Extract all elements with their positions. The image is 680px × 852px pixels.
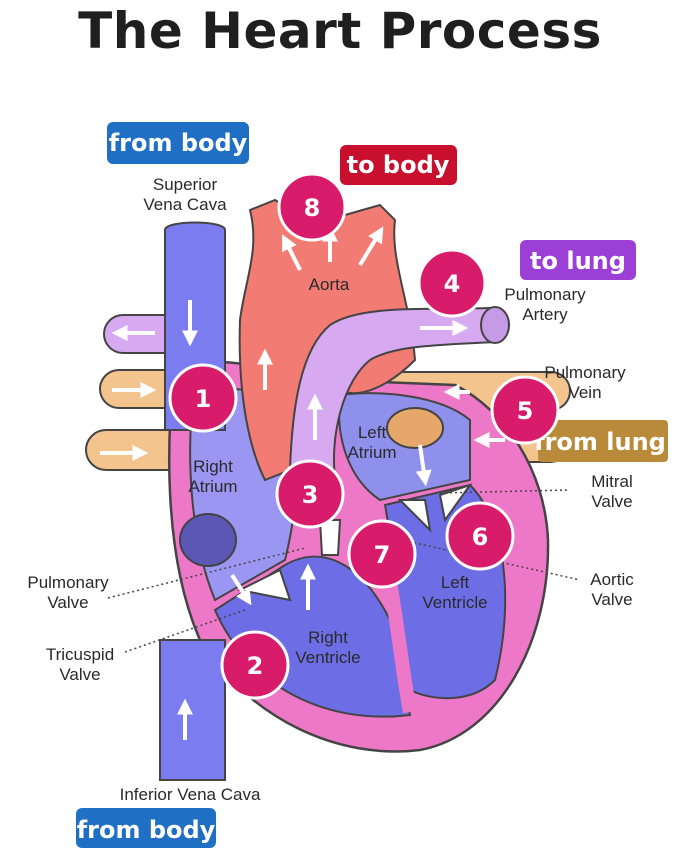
left-ventricle-label-line1: Left — [441, 573, 470, 592]
right-ventricle-label-line1: Right — [308, 628, 348, 647]
inferior-vena-cava — [159, 639, 226, 781]
to-lung-tag: to lung — [520, 240, 636, 280]
inferior-vena-cava-label: Inferior Vena Cava — [120, 785, 261, 804]
flow-arrows — [100, 225, 505, 740]
from-body-bottom-text: from body — [77, 816, 216, 844]
right-atrium-label-line1: Right — [193, 457, 233, 476]
left-atrium-label-line1: Left — [358, 423, 387, 442]
aortic-valve-label-line1: Aortic — [590, 570, 634, 589]
from-lung-text: from lung — [534, 428, 666, 456]
pulmonary-valve-label-line2: Valve — [47, 593, 88, 612]
page-title: The Heart Process — [78, 2, 602, 60]
superior-vena-cava-label-line1: Superior — [153, 175, 218, 194]
step-marker-2: 2 — [220, 630, 290, 700]
step-number-5: 5 — [517, 397, 534, 425]
tricuspid-valve-label-line1: Tricuspid — [46, 645, 114, 664]
pulmonary-artery-label-line2: Artery — [522, 305, 568, 324]
fossa-ovalis — [179, 513, 237, 567]
step-number-2: 2 — [247, 652, 264, 680]
step-number-8: 8 — [304, 194, 321, 222]
step-marker-8: 8 — [277, 172, 347, 242]
pulmonary-vein-label-line1: Pulmonary — [544, 363, 626, 382]
step-marker-5: 5 — [490, 375, 560, 445]
to-lung-text: to lung — [530, 247, 626, 275]
valves — [236, 483, 473, 602]
left-ventricle-label-line2: Ventricle — [422, 593, 487, 612]
step-marker-6: 6 — [445, 501, 515, 571]
pulmonary-artery-label-line1: Pulmonary — [504, 285, 586, 304]
from-body-top-tag: from body — [107, 122, 249, 164]
step-number-6: 6 — [472, 523, 489, 551]
aorta-label: Aorta — [309, 275, 350, 294]
from-body-bottom-tag: from body — [76, 808, 216, 848]
from-body-top-text: from body — [109, 129, 248, 157]
from-lung-tag: from lung — [534, 420, 668, 462]
pulmonary-vein-label-line2: Vein — [568, 383, 601, 402]
mitral-valve-label-line1: Mitral — [591, 472, 633, 491]
step-number-4: 4 — [444, 270, 461, 298]
leader-lines — [107, 489, 581, 653]
pulmonary-vein-opening — [386, 407, 444, 449]
step-marker-4: 4 — [417, 248, 487, 318]
to-body-text: to body — [347, 151, 450, 179]
step-number-1: 1 — [195, 385, 212, 413]
superior-vena-cava-label-line2: Vena Cava — [143, 195, 227, 214]
mitral-valve-label-line2: Valve — [591, 492, 632, 511]
right-atrium-label-line2: Atrium — [188, 477, 237, 496]
pulmonary-artery-opening — [480, 306, 510, 344]
aortic-valve-label-line2: Valve — [591, 590, 632, 609]
left-atrium-label-line2: Atrium — [347, 443, 396, 462]
step-marker-7: 7 — [347, 519, 417, 589]
step-number-3: 3 — [302, 481, 319, 509]
step-number-7: 7 — [374, 541, 391, 569]
right-ventricle-label-line2: Ventricle — [295, 648, 360, 667]
pulmonary-valve-label-line1: Pulmonary — [27, 573, 109, 592]
step-marker-3: 3 — [275, 459, 345, 529]
tricuspid-valve-label-line2: Valve — [59, 665, 100, 684]
step-marker-1: 1 — [168, 363, 238, 433]
to-body-tag: to body — [340, 145, 457, 185]
